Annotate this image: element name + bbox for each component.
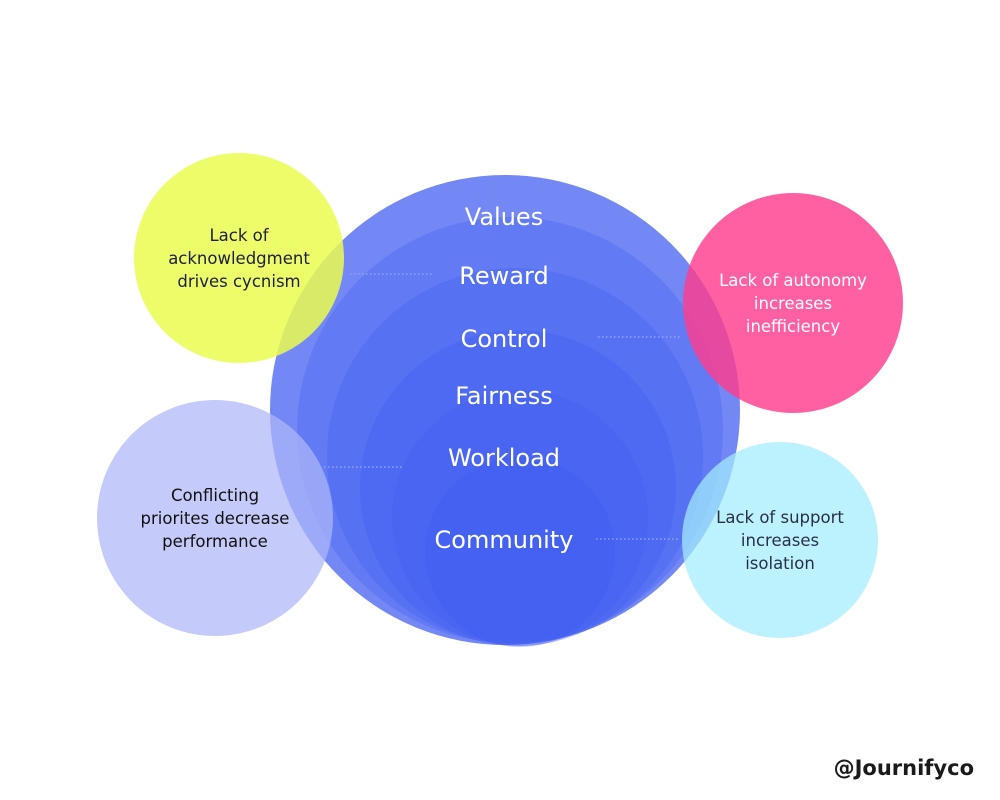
layer-circle-community [425,457,615,647]
bubble-conflicting-text: Conflicting priorites decrease performan… [140,485,290,551]
layer-circle-reward [297,217,723,643]
layer-label-fairness: Fairness [455,382,552,410]
layer-label-values: Values [465,203,543,231]
bubble-acknowledgment [134,153,344,363]
layer-circle-control [327,268,703,644]
bubble-autonomy [683,193,903,413]
bubble-support [682,442,878,638]
bubble-autonomy-text: Lack of autonomy increases inefficiency [719,270,867,336]
bubble-conflicting [97,400,333,636]
layer-label-community: Community [435,526,574,554]
bubble-acknowledgment-text: Lack of acknowledgment drives cycnism [168,225,310,291]
layer-label-workload: Workload [448,444,560,472]
brand-handle: @Journifyco [833,756,974,780]
layer-circle-values [270,175,740,645]
bubble-support-text: Lack of support increases isolation [716,507,844,573]
layer-label-reward: Reward [459,262,548,290]
layer-circle-workload [392,390,648,646]
layer-circle-fairness [360,330,676,646]
layer-label-control: Control [461,325,548,353]
